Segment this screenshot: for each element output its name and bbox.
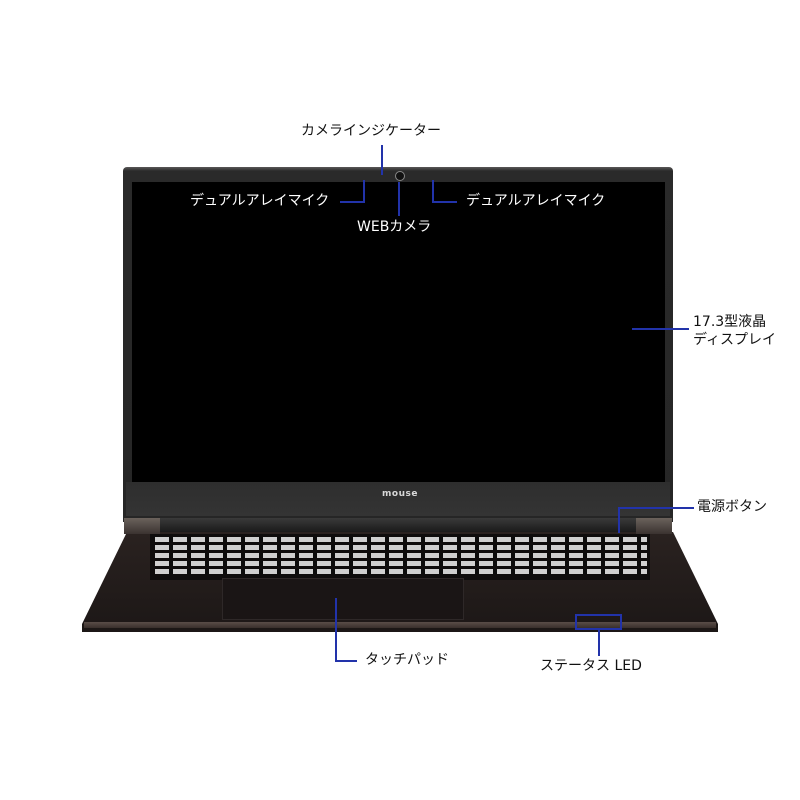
camera-indicator-label: カメラインジケーター <box>301 123 441 139</box>
lcd-display <box>132 182 665 482</box>
power-button-label: 電源ボタン <box>697 499 767 515</box>
hinge-left <box>124 518 160 534</box>
status-led-label: ステータス LED <box>540 658 642 674</box>
webcam-lens-icon <box>395 171 405 181</box>
mic-right-leader-h <box>432 201 457 203</box>
camera-indicator-leader <box>381 145 383 175</box>
status-led-leader <box>598 630 600 656</box>
keyboard <box>155 537 647 577</box>
display-leader <box>632 328 689 330</box>
base-front-edge <box>84 622 716 628</box>
brand-logo: mouse <box>382 489 418 499</box>
touchpad-leader-h <box>335 660 357 662</box>
webcam-label: WEBカメラ <box>357 219 432 235</box>
hinge <box>160 518 636 532</box>
display-label-line1: 17.3型液晶 <box>693 314 767 330</box>
mic-left-leader-h <box>340 201 365 203</box>
mic-left-leader-v <box>363 180 365 203</box>
power-button-leader-h <box>618 507 694 509</box>
display-label-line2: ディスプレイ <box>693 332 777 348</box>
touchpad-leader-v <box>335 598 337 662</box>
touchpad-label: タッチパッド <box>365 652 449 668</box>
power-button-leader-v <box>618 507 620 533</box>
mic-right-leader-v <box>432 180 434 203</box>
status-led-highlight <box>575 614 622 630</box>
mic-right-label: デュアルアレイマイク <box>466 193 606 209</box>
webcam-leader <box>398 182 400 216</box>
mic-left-label: デュアルアレイマイク <box>190 193 330 209</box>
touchpad <box>222 578 464 620</box>
bottom-bezel <box>126 482 670 516</box>
hinge-right <box>636 518 672 534</box>
